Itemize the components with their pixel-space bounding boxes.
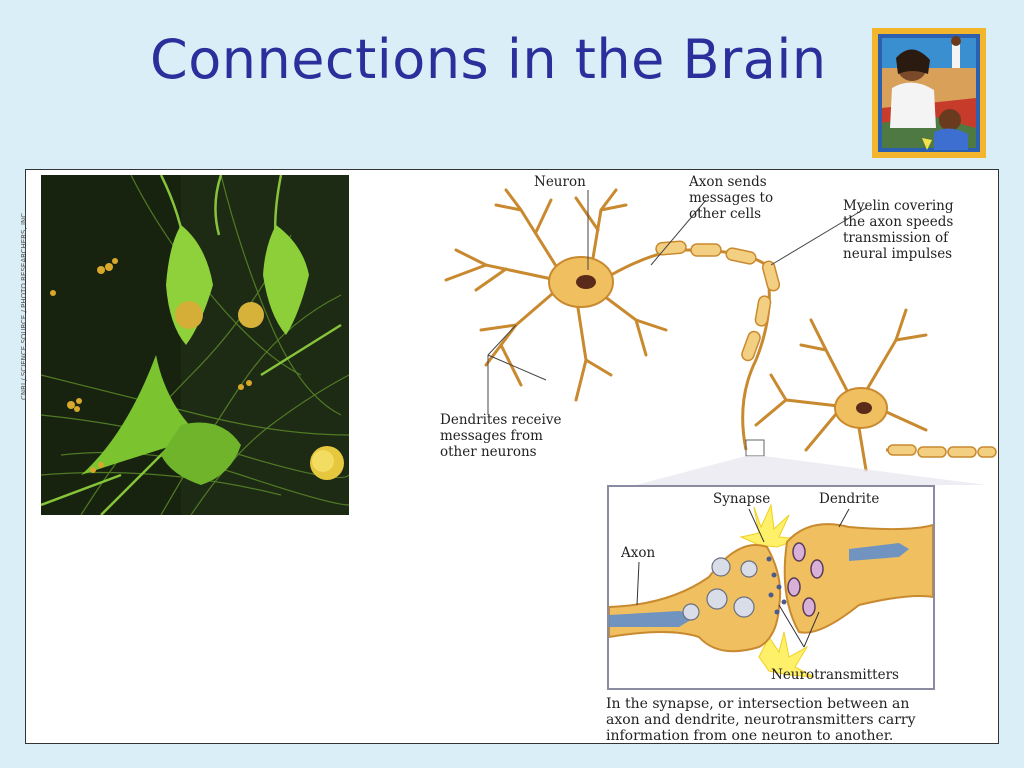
synapse-illustration xyxy=(609,503,933,678)
synapse-inset: Synapse Dendrite Axon Neurotransmitters xyxy=(607,485,935,690)
clipart-illustration xyxy=(872,28,986,158)
label-axon: Axon xyxy=(621,545,656,561)
neuron-micrograph-photo xyxy=(41,175,349,515)
label-axon-sends: Axon sends messages to other cells xyxy=(689,174,774,222)
label-synapse: Synapse xyxy=(713,491,771,507)
neuron-diagram xyxy=(444,188,997,485)
content-panel: CNRI / SCIENCE SOURCE / PHOTO RESEARCHER… xyxy=(20,169,999,744)
label-neurotransmitters: Neurotransmitters xyxy=(771,667,899,683)
label-dendrites: Dendrites receive messages from other ne… xyxy=(440,412,562,460)
label-neuron: Neuron xyxy=(534,174,586,190)
label-dendrite: Dendrite xyxy=(819,491,880,507)
synapse-caption: In the synapse, or intersection between … xyxy=(606,696,916,744)
slide-title: Connections in the Brain xyxy=(150,28,827,91)
photo-credit: CNRI / SCIENCE SOURCE / PHOTO RESEARCHER… xyxy=(20,210,28,400)
label-myelin: Myelin covering the axon speeds transmis… xyxy=(843,198,954,262)
